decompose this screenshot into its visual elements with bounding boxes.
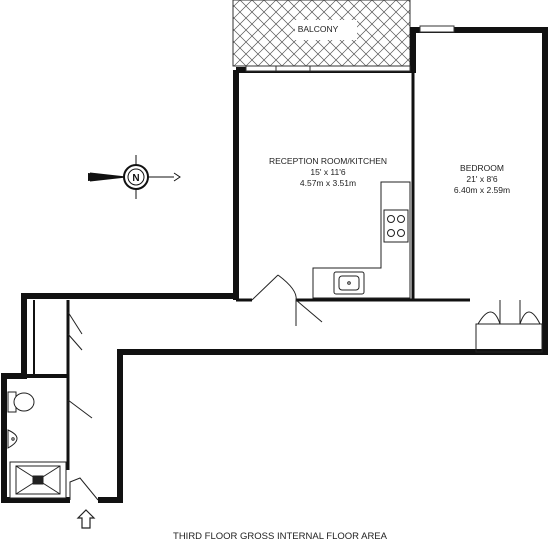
bedroom-metric: 6.40m x 2.59m bbox=[453, 185, 511, 195]
compass-letter: N bbox=[132, 173, 139, 184]
wardrobe bbox=[475, 300, 543, 353]
compass-icon bbox=[88, 155, 181, 199]
bedroom-name: BEDROOM bbox=[460, 163, 504, 173]
outer-walls bbox=[1, 27, 548, 503]
internal-walls bbox=[4, 70, 470, 470]
toilet-icon bbox=[7, 391, 35, 413]
reception-name: RECEPTION ROOM/KITCHEN bbox=[268, 156, 388, 166]
bedroom-imperial: 21' x 8'6 bbox=[466, 174, 498, 184]
balcony-area bbox=[232, 0, 411, 67]
hob-icon bbox=[383, 209, 409, 243]
kitchen-counter bbox=[312, 181, 411, 299]
doors bbox=[67, 274, 323, 501]
basin-icon bbox=[7, 429, 18, 449]
balcony-doors bbox=[245, 25, 455, 72]
entrance-arrow-icon bbox=[76, 509, 96, 529]
balcony-label: BALCONY bbox=[268, 24, 368, 35]
shower-tray-icon bbox=[9, 461, 67, 499]
bedroom-label: BEDROOM 21' x 8'6 6.40m x 2.59m bbox=[430, 163, 534, 196]
footer-caption: THIRD FLOOR GROSS INTERNAL FLOOR AREA bbox=[173, 531, 387, 542]
reception-label: RECEPTION ROOM/KITCHEN 15' x 11'6 4.57m … bbox=[250, 156, 406, 189]
sink-icon bbox=[333, 271, 365, 295]
balcony-name: BALCONY bbox=[297, 24, 339, 34]
reception-imperial: 15' x 11'6 bbox=[310, 167, 346, 177]
reception-metric: 4.57m x 3.51m bbox=[299, 178, 357, 188]
